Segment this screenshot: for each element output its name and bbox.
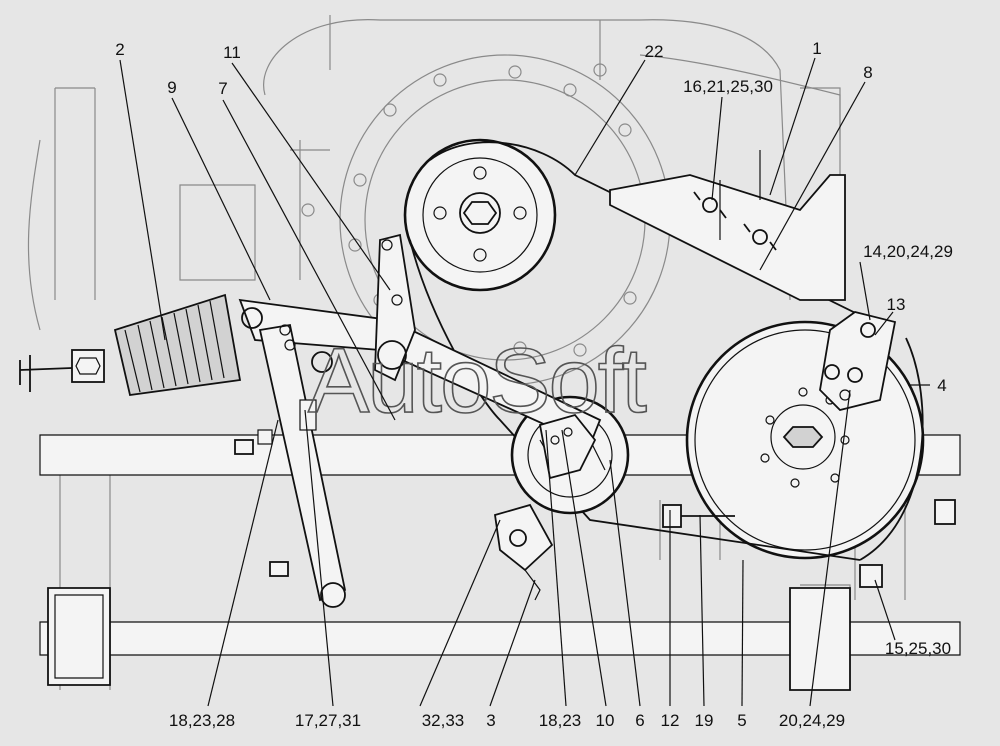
lower-bracket <box>493 503 554 601</box>
upper-pulley <box>403 138 557 292</box>
label-3: 3 <box>486 711 495 730</box>
label-11: 11 <box>223 43 241 62</box>
fittings <box>234 399 956 588</box>
label-5: 5 <box>737 711 746 730</box>
lever-arms <box>238 233 602 608</box>
label-7: 7 <box>218 79 227 98</box>
label-15-25-30: 15,25,30 <box>885 639 951 658</box>
label-22: 22 <box>645 42 664 61</box>
label-2: 2 <box>115 40 124 59</box>
label-10: 10 <box>596 711 615 730</box>
label-1: 1 <box>812 39 821 58</box>
label-9: 9 <box>167 78 176 97</box>
tensioner-clamp <box>819 311 897 411</box>
leader-lines <box>119 57 930 707</box>
label-32-33: 32,33 <box>422 711 465 730</box>
label-20-24-29: 20,24,29 <box>779 711 845 730</box>
label-17-27-31: 17,27,31 <box>295 711 361 730</box>
label-8: 8 <box>863 63 872 82</box>
label-18-23: 18,23 <box>539 711 582 730</box>
part-labels: 2 9 7 11 22 16,21,25,30 1 8 14,20,24,29 … <box>115 39 953 730</box>
label-6: 6 <box>635 711 644 730</box>
label-19: 19 <box>695 711 714 730</box>
label-12: 12 <box>661 711 680 730</box>
bracket-assembly <box>609 150 846 301</box>
wing-nut-icon <box>693 191 727 219</box>
label-16-21-25-30: 16,21,25,30 <box>683 77 773 96</box>
watermark-text: AutoSoft <box>308 330 646 432</box>
label-4: 4 <box>937 376 946 395</box>
label-14-20-24-29: 14,20,24,29 <box>863 242 953 261</box>
label-18-23-28: 18,23,28 <box>169 711 235 730</box>
label-13: 13 <box>887 295 906 314</box>
wing-nut-icon <box>743 223 777 251</box>
tension-spring <box>19 293 242 397</box>
